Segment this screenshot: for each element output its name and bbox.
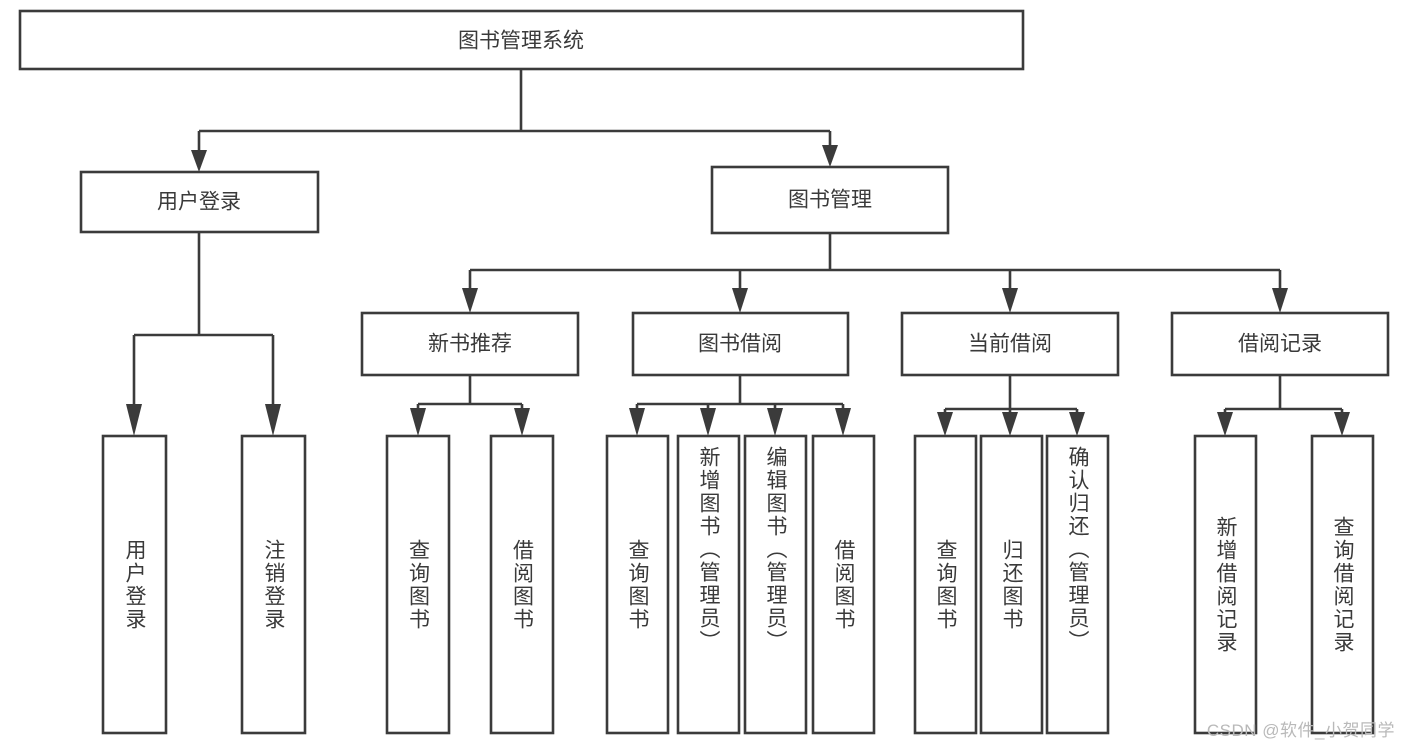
arrow-bookmanage-to-l2-4-icon xyxy=(1272,288,1288,313)
node-box-leaf-user-login-1[interactable] xyxy=(101,434,168,735)
node-box-root[interactable] xyxy=(18,9,1025,71)
node-box-user-login[interactable] xyxy=(79,170,320,234)
arrow-newbook-leaf-1-icon xyxy=(410,408,426,436)
node-box-leaf-current-borrow-1[interactable] xyxy=(913,434,978,735)
arrow-currentborrow-leaf-3-icon xyxy=(1069,412,1085,436)
node-label-current-borrow: 当前借阅 xyxy=(968,333,1052,356)
node-box-book-manage[interactable] xyxy=(710,165,950,235)
arrow-root-to-book-manage-icon xyxy=(822,145,838,167)
arrow-newbook-leaf-2-icon xyxy=(514,408,530,436)
node-box-leaf-current-borrow-2[interactable] xyxy=(979,434,1044,735)
node-label-book-manage: 图书管理 xyxy=(788,189,872,212)
node-box-leaf-book-borrow-3[interactable] xyxy=(743,434,808,735)
node-box-leaf-user-login-2[interactable] xyxy=(240,434,307,735)
node-box-leaf-borrow-record-2[interactable] xyxy=(1310,434,1375,735)
node-box-leaf-new-book-2[interactable] xyxy=(489,434,555,735)
arrow-userlogin-leaf-1-icon xyxy=(126,404,142,436)
node-box-borrow-record[interactable] xyxy=(1170,311,1390,377)
arrow-bookborrow-leaf-4-icon xyxy=(835,408,851,436)
arrow-currentborrow-leaf-2-icon xyxy=(1002,412,1018,436)
node-label-user-login: 用户登录 xyxy=(157,191,241,214)
arrow-borrowrecord-leaf-2-icon xyxy=(1334,412,1350,436)
watermark-label: CSDN @软件_小贺同学 xyxy=(1206,721,1395,740)
arrow-bookmanage-to-l2-1-icon xyxy=(462,288,478,313)
node-box-current-borrow[interactable] xyxy=(900,311,1120,377)
node-box-leaf-book-borrow-2[interactable] xyxy=(676,434,741,735)
arrow-bookborrow-leaf-2-icon xyxy=(700,408,716,436)
node-box-leaf-book-borrow-1[interactable] xyxy=(605,434,670,735)
arrow-bookborrow-leaf-1-icon xyxy=(629,408,645,436)
arrow-bookmanage-to-l2-3-icon xyxy=(1002,288,1018,313)
node-label-borrow-record: 借阅记录 xyxy=(1238,333,1322,356)
node-label-new-book-recommend: 新书推荐 xyxy=(428,333,512,356)
arrow-userlogin-leaf-2-icon xyxy=(265,404,281,436)
node-box-leaf-current-borrow-3[interactable] xyxy=(1045,434,1110,735)
boxes-group: 图书管理系统 用户登录 图书管理 新书推荐 图书借阅 当前借阅 借阅记录 xyxy=(18,9,1390,735)
arrow-bookmanage-to-l2-2-icon xyxy=(732,288,748,313)
node-box-leaf-book-borrow-4[interactable] xyxy=(811,434,876,735)
node-label-root: 图书管理系统 xyxy=(458,30,584,53)
node-label-book-borrow: 图书借阅 xyxy=(698,333,782,356)
node-box-leaf-borrow-record-1[interactable] xyxy=(1193,434,1258,735)
arrow-bookborrow-leaf-3-icon xyxy=(767,408,783,436)
arrow-borrowrecord-leaf-1-icon xyxy=(1217,412,1233,436)
connectors-group xyxy=(126,69,1350,436)
node-box-leaf-new-book-1[interactable] xyxy=(385,434,451,735)
node-box-new-book-recommend[interactable] xyxy=(360,311,580,377)
node-box-book-borrow[interactable] xyxy=(631,311,850,377)
arrow-currentborrow-leaf-1-icon xyxy=(937,412,953,436)
arrow-root-to-user-login-icon xyxy=(191,150,207,172)
